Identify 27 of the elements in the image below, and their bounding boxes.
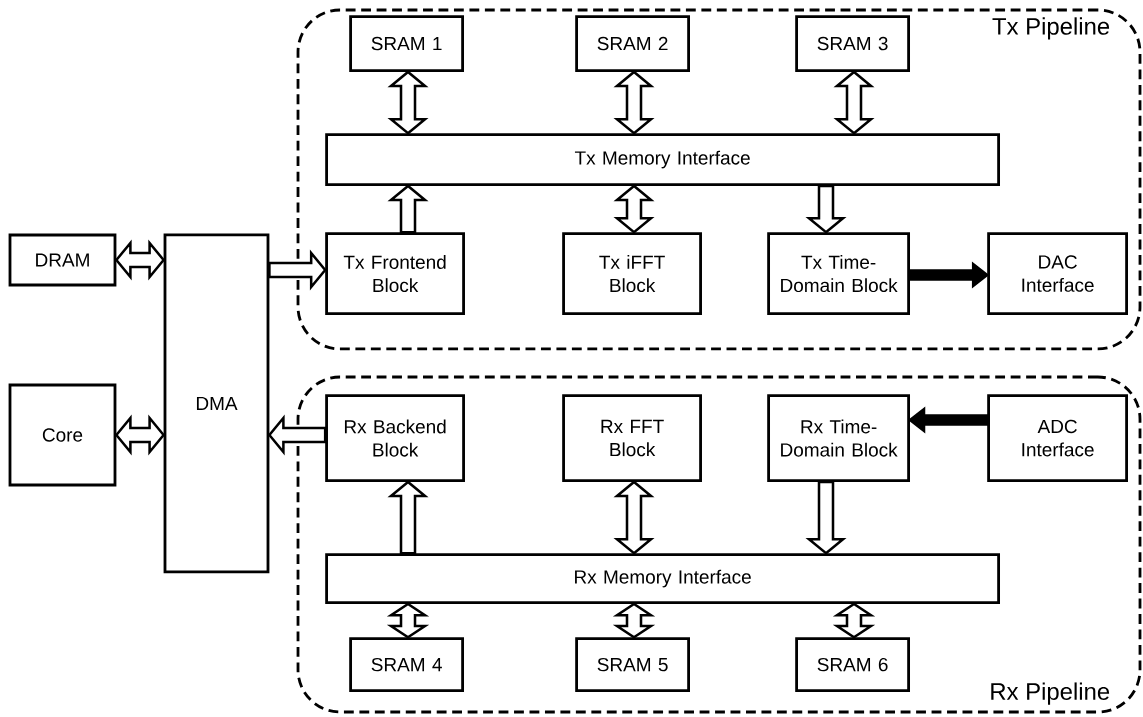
block-box: SRAM 2 [575,15,690,72]
block-box: DMA [163,233,270,574]
block-box: Rx Time- Domain Block [767,394,910,482]
block-box: SRAM 1 [349,15,464,72]
interface-bar: Rx Memory Interface [325,553,1000,604]
block-box: Rx Backend Block [325,394,465,482]
block-box: SRAM 4 [349,637,464,692]
block-box: Tx iFFT Block [562,232,702,315]
block-box: Core [8,383,117,487]
block-arrow [387,70,429,135]
block-box: Tx Time- Domain Block [767,232,910,315]
block-box: DRAM [8,233,117,287]
block-box: DAC Interface [987,232,1128,315]
block-box: ADC Interface [987,394,1128,482]
block-arrow [386,602,430,639]
block-box: Tx Frontend Block [325,232,465,315]
block-arrow [613,480,655,555]
block-box: SRAM 3 [795,15,910,72]
block-arrow [612,602,656,639]
block-arrow [613,184,655,234]
block-box: Rx FFT Block [562,394,702,482]
block-box: SRAM 5 [575,637,690,692]
interface-bar: Tx Memory Interface [325,133,1000,186]
block-arrow [832,602,876,639]
block-box: SRAM 6 [795,637,910,692]
block-arrow [613,70,655,135]
block-arrow [833,70,875,135]
